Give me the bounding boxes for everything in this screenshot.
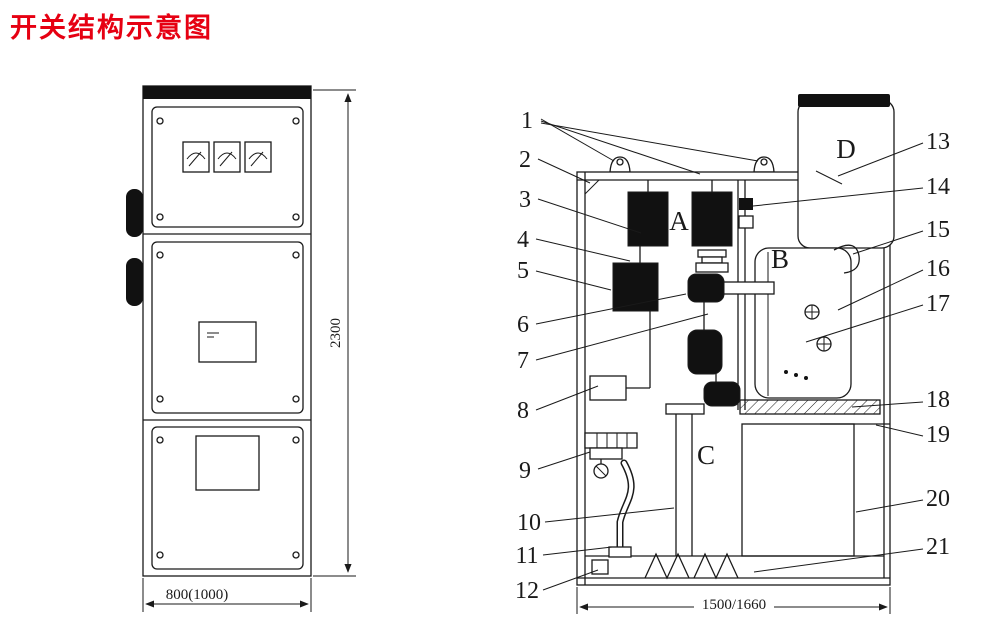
callout-7: 7 (517, 313, 709, 374)
cable-cleats-right (693, 552, 739, 580)
callouts: 1 2 3 4 5 6 7 (515, 108, 950, 604)
callout-8: 8 (517, 385, 599, 424)
callout-10: 10 (517, 507, 675, 536)
cable-terminal (608, 546, 632, 558)
callout-15: 15 (852, 217, 950, 255)
callout-16-number: 16 (926, 256, 950, 282)
callout-1: 1 (521, 108, 759, 175)
front-height-label: 2300 (328, 318, 344, 348)
front-width-label: 800(1000) (166, 587, 229, 603)
upper-contact (687, 273, 725, 303)
partition-wall (737, 180, 754, 410)
callout-20: 20 (855, 486, 950, 513)
insulator-block (612, 262, 659, 312)
callout-17: 17 (805, 291, 950, 343)
door-handle-upper (126, 189, 143, 237)
callout-21-number: 21 (926, 534, 950, 560)
lifting-lugs (609, 156, 775, 173)
callout-12-number: 12 (515, 578, 539, 604)
cable-cleats-left (644, 552, 690, 580)
callout-3-number: 3 (519, 187, 531, 213)
callout-14-number: 14 (926, 174, 950, 200)
callout-6: 6 (517, 293, 687, 338)
callout-16: 16 (837, 256, 950, 311)
callout-12: 12 (515, 569, 599, 604)
callout-5: 5 (517, 258, 612, 291)
front-door-middle (151, 241, 304, 414)
callout-20-number: 20 (926, 486, 950, 512)
callout-11: 11 (515, 543, 613, 569)
callout-18: 18 (851, 387, 950, 413)
callout-5-number: 5 (517, 258, 529, 284)
callout-21: 21 (753, 534, 950, 573)
callout-13-number: 13 (926, 129, 950, 155)
page-title: 开关结构示意图 (10, 13, 213, 43)
wall-bushing (584, 432, 638, 449)
callout-18-number: 18 (926, 387, 950, 413)
compartment-c-label: C (697, 440, 715, 470)
callout-14: 14 (752, 174, 950, 207)
nameplate-middle (198, 321, 257, 363)
breaker-poles (612, 246, 775, 415)
side-width-label: 1500/1660 (702, 597, 766, 613)
door-handle-lower (126, 258, 143, 306)
base-block (591, 559, 609, 575)
callout-1-number: 1 (521, 108, 533, 134)
callout-6-number: 6 (517, 312, 529, 338)
earthing-switch-box (589, 375, 627, 401)
front-door-top (151, 106, 304, 228)
compartment-a (627, 180, 733, 247)
callout-2: 2 (519, 147, 591, 184)
compartment-d (797, 94, 895, 249)
callout-4: 4 (517, 227, 631, 262)
callout-4-number: 4 (517, 227, 529, 253)
callout-11-number: 11 (515, 543, 538, 569)
callout-9-number: 9 (519, 458, 531, 484)
callout-13: 13 (837, 129, 950, 177)
panel-meters (182, 141, 272, 173)
cable-compartment (584, 375, 890, 580)
callout-15-number: 15 (926, 217, 950, 243)
callout-7-number: 7 (517, 348, 529, 374)
front-height-dimension: 2300 (313, 89, 356, 577)
door-screws (156, 117, 300, 559)
compartment-b-label: B (771, 244, 789, 274)
bushing-block-left (627, 191, 669, 247)
front-door-bottom (151, 426, 304, 570)
front-width-dimension: 800(1000) (142, 578, 312, 612)
callout-9: 9 (519, 451, 591, 484)
callout-2-number: 2 (519, 147, 531, 173)
callout-8-number: 8 (517, 398, 529, 424)
callout-3: 3 (519, 187, 642, 234)
lower-contact (703, 381, 741, 407)
callout-17-number: 17 (926, 291, 950, 317)
front-view: 2300 800(1000) (126, 85, 356, 612)
nameplate-bottom (195, 435, 260, 491)
compartment-a-label: A (669, 206, 689, 236)
callout-19: 19 (875, 422, 950, 448)
side-view: A B C D 1500/1660 (576, 94, 895, 614)
side-width-dimension: 1500/1660 (576, 587, 891, 614)
callout-19-number: 19 (926, 422, 950, 448)
compartment-d-label: D (836, 134, 856, 164)
operating-mechanism (754, 244, 860, 399)
callout-10-number: 10 (517, 510, 541, 536)
pole-body (687, 329, 723, 375)
ventilation-grille (739, 399, 881, 415)
bushing-block-right (691, 191, 733, 247)
